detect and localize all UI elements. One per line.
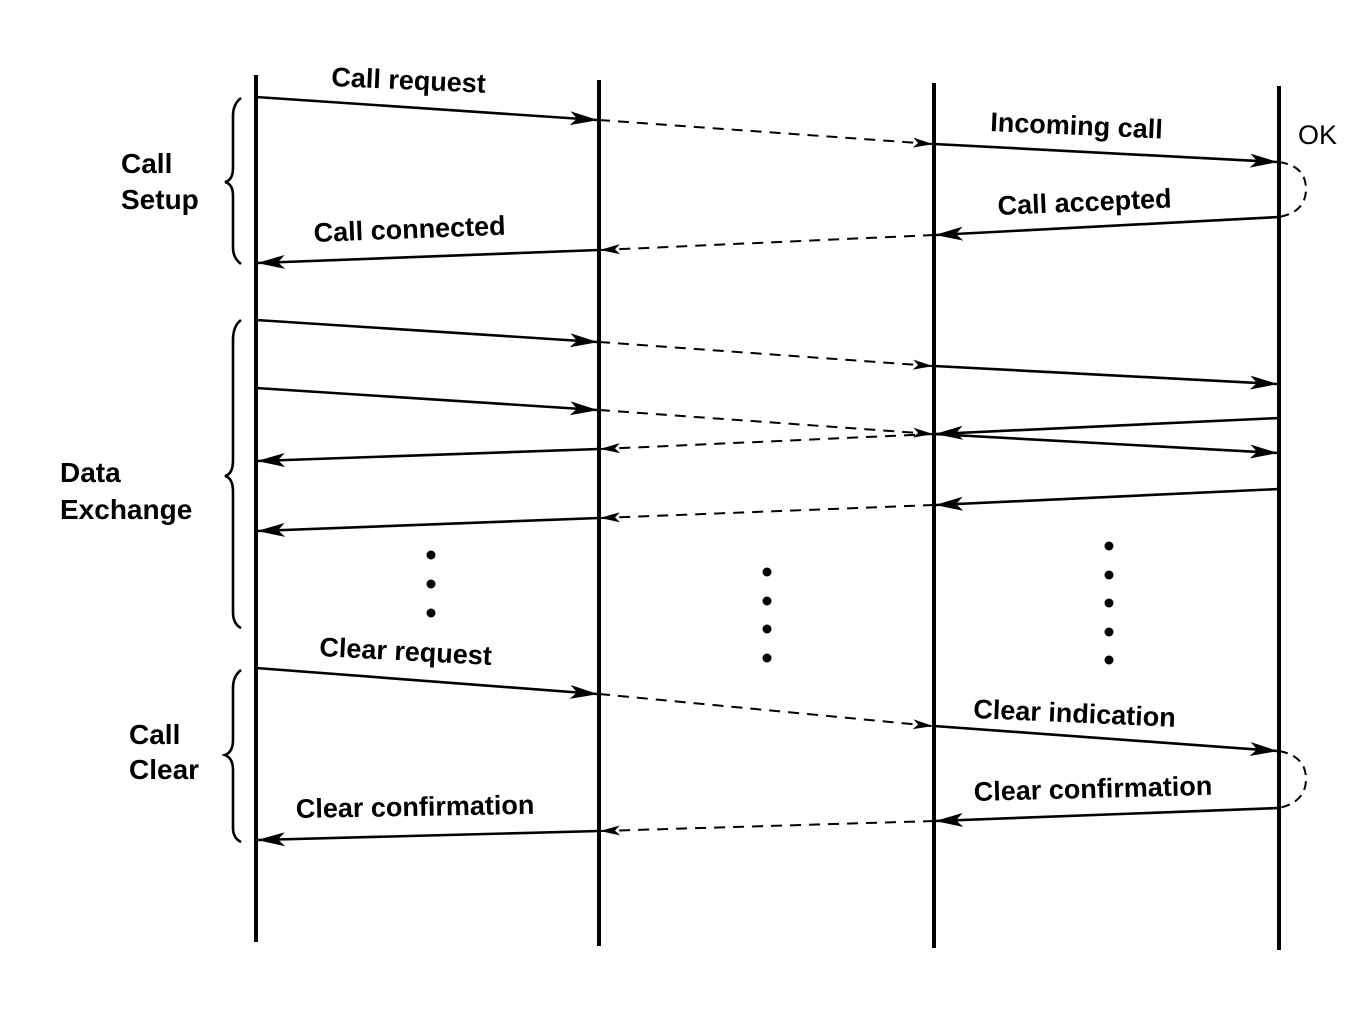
arrow-call-accepted: [935, 215, 1280, 241]
label-clear-confirmation-left: Clear confirmation: [296, 790, 535, 824]
label-clear-indication: Clear indication: [973, 694, 1177, 733]
arrow-call-accepted-network: [600, 234, 935, 255]
arrow-clear-confirmation-right: [935, 806, 1280, 827]
label-call-connected: Call connected: [313, 211, 506, 248]
label-call-request: Call request: [331, 62, 487, 99]
data-packet-2: [255, 386, 1278, 459]
brace-call-clear: [221, 668, 242, 844]
data-packet-4: [257, 487, 1280, 537]
arrow-clear-indication: [933, 724, 1278, 757]
label-ok: OK: [1298, 120, 1337, 150]
continuation-dots-right: [1104, 541, 1114, 665]
arrow-call-request: [255, 95, 598, 126]
arrow-clear-request-network: [598, 693, 933, 730]
arrow-call-request-network: [598, 119, 933, 148]
arrow-clear-request: [255, 666, 598, 699]
brace-data-exchange: [224, 318, 242, 630]
data-packet-3: [257, 416, 1280, 468]
brace-call-setup: [224, 96, 242, 266]
arrow-clear-confirmation-network: [600, 820, 935, 836]
arrow-clear-confirmation-left: [257, 829, 600, 847]
arrow-incoming-call: [933, 142, 1278, 168]
phase-label-call-setup: Call Setup: [121, 148, 199, 215]
continuation-dots-middle: [762, 567, 772, 663]
phase-label-data-exchange: Data Exchange: [60, 457, 192, 525]
label-incoming-call: Incoming call: [990, 107, 1164, 144]
label-clear-confirmation-right: Clear confirmation: [973, 771, 1212, 807]
ok-loop-clear: [1278, 750, 1308, 809]
label-call-accepted: Call accepted: [997, 183, 1172, 221]
data-packet-1: [255, 318, 1278, 390]
label-clear-request: Clear request: [319, 632, 493, 671]
arrow-call-connected: [257, 248, 600, 269]
continuation-dots-left: [426, 550, 436, 618]
phase-label-call-clear: Call Clear: [129, 719, 199, 785]
ok-loop-call: [1278, 161, 1308, 218]
